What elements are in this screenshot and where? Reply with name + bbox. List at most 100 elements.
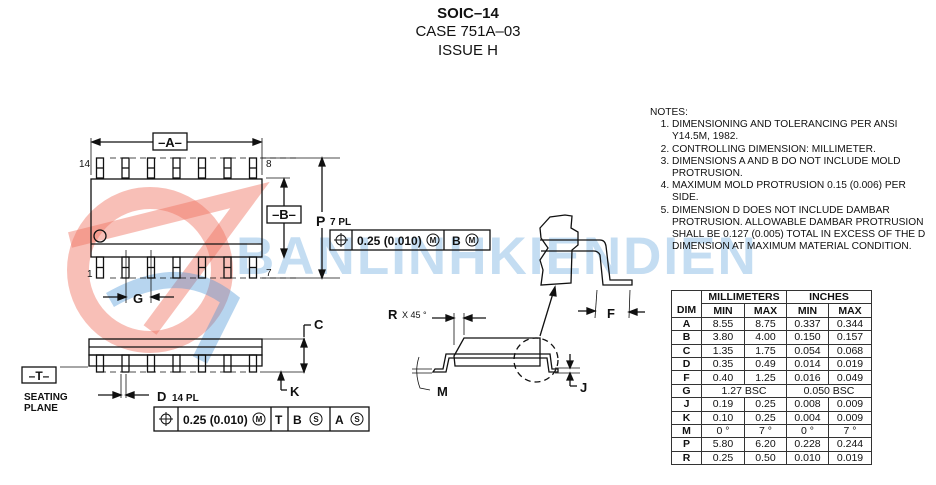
lead: [121, 354, 130, 373]
lead: [146, 354, 156, 373]
value-cell: 0.25: [744, 410, 787, 425]
lead: [172, 354, 181, 373]
value-cell: 0.50: [744, 450, 787, 466]
value-cell: 0.228: [786, 437, 829, 452]
notes: NOTES: DIMENSIONING AND TOLERANCING PER …: [650, 107, 935, 253]
pin-7-label: 7: [266, 268, 272, 279]
value-cell: 0.25: [701, 450, 745, 466]
value-cell: 0.016: [786, 370, 829, 385]
value-cell: 6.20: [744, 437, 787, 452]
value-cell: 7 °: [744, 423, 787, 439]
dim-g-label: G: [133, 291, 143, 306]
value-cell: 8.75: [744, 316, 787, 332]
dim-cell: M: [671, 423, 702, 439]
pin-1-label: 1: [87, 269, 93, 280]
lead: [248, 354, 258, 373]
group-inches: INCHES: [786, 289, 872, 305]
dim-j-label: J: [580, 380, 587, 395]
seating-plane-label-1: SEATING: [24, 392, 68, 403]
value-cell: 0.157: [828, 330, 872, 345]
value-cell: 0.25: [744, 397, 787, 412]
note-item: CONTROLLING DIMENSION: MILLIMETER.: [672, 144, 935, 156]
table-column-header: DIM MIN MAX MIN MAX: [671, 303, 872, 318]
notes-heading: NOTES:: [650, 107, 688, 118]
dim-cell: K: [671, 410, 702, 425]
dim-cell: D: [671, 356, 702, 372]
value-cell: 0 °: [786, 423, 829, 439]
value-cell: 4.00: [744, 330, 787, 345]
dim-k-label: K: [290, 384, 300, 399]
dim-cell: C: [671, 343, 702, 358]
value-cell: 1.35: [701, 343, 745, 358]
fcf-side-datum-t: T: [275, 413, 283, 427]
issue-label: ISSUE H: [437, 42, 498, 59]
dim-p-note: 7 PL: [330, 217, 351, 228]
lead: [95, 354, 105, 373]
value-cell: 0.019: [828, 356, 872, 372]
value-cell: 0.050 BSC: [786, 383, 872, 399]
fcf-top-datum: B: [452, 234, 461, 248]
value-cell: 8.55: [701, 316, 745, 332]
note-item: DIMENSIONS A AND B DO NOT INCLUDE MOLD P…: [672, 156, 935, 180]
fcf-top-modifier: M: [430, 236, 437, 245]
value-cell: 0.009: [828, 397, 872, 412]
seating-plane-label-2: PLANE: [24, 403, 58, 414]
value-cell: 1.75: [744, 343, 787, 358]
value-cell: 1.27 BSC: [701, 383, 787, 399]
value-cell: 0.019: [828, 450, 872, 466]
value-cell: 1.25: [744, 370, 787, 385]
datum-t-label: –T–: [29, 369, 50, 383]
dim-cell: F: [671, 370, 702, 385]
dim-cell: J: [671, 397, 702, 412]
case-number: CASE 751A–03: [415, 23, 521, 40]
value-cell: 0.344: [828, 316, 872, 332]
value-cell: 0.49: [744, 356, 787, 372]
value-cell: 0.150: [786, 330, 829, 345]
dim-d-label: D: [157, 389, 166, 404]
column-header: MAX: [744, 303, 787, 318]
notes-list: DIMENSIONING AND TOLERANCING PER ANSI Y1…: [650, 119, 935, 253]
dimensions-table: MILLIMETERS INCHES DIM MIN MAX MIN MAX A…: [671, 289, 872, 466]
value-cell: 0.35: [701, 356, 745, 372]
column-header: MAX: [828, 303, 872, 318]
group-millimeters: MILLIMETERS: [701, 289, 787, 305]
table-group-header: MILLIMETERS INCHES: [671, 289, 872, 305]
package-body-top: [90, 178, 263, 258]
column-header: MIN: [786, 303, 829, 318]
value-cell: 3.80: [701, 330, 745, 345]
dim-cell: A: [671, 316, 702, 332]
dim-cell: P: [671, 437, 702, 452]
fcf-side-tolerance: 0.25 (0.010): [183, 413, 248, 427]
value-cell: 0.010: [786, 450, 829, 466]
column-header: DIM: [671, 303, 702, 318]
value-cell: 0 °: [701, 423, 745, 439]
lead: [223, 354, 232, 373]
column-header: MIN: [701, 303, 745, 318]
value-cell: 0.008: [786, 397, 829, 412]
fcf-side-datum-a: A: [335, 413, 344, 427]
note-item: DIMENSION D DOES NOT INCLUDE DAMBAR PROT…: [672, 205, 935, 254]
pin-8-label: 8: [266, 159, 272, 170]
dim-b-label: –B–: [272, 207, 296, 222]
value-cell: 5.80: [701, 437, 745, 452]
end-view: [412, 214, 645, 391]
dim-cell: R: [671, 450, 702, 466]
top-view: [90, 132, 491, 303]
value-cell: 0.10: [701, 410, 745, 425]
dim-cell: B: [671, 330, 702, 345]
dim-cell: G: [671, 383, 702, 399]
fcf-top-tolerance: 0.25 (0.010): [357, 234, 422, 248]
note-item: MAXIMUM MOLD PROTRUSION 0.15 (0.006) PER…: [672, 180, 935, 204]
fcf-top-datum-modifier: M: [469, 236, 476, 245]
